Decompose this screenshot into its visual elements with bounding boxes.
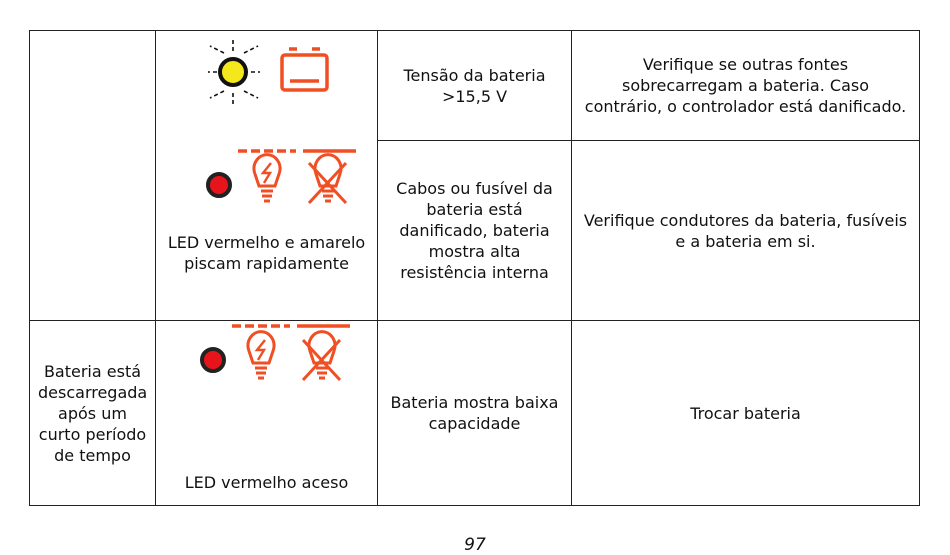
cause-text: Tensão da bateria >15,5 V	[403, 65, 546, 106]
led-description: LED vermelho e amarelo piscam rapidament…	[167, 233, 366, 273]
yellow-led-icon	[218, 57, 248, 87]
led-status-graphic	[200, 324, 350, 382]
cause-cell: Cabos ou fusível da bateria está danific…	[377, 140, 572, 321]
cause-cell: Tensão da bateria >15,5 V	[377, 30, 572, 141]
led-status-graphic	[206, 37, 356, 205]
crossed-bulb-icon	[307, 153, 348, 205]
problem-text: Bateria está descarregada após um curto …	[38, 361, 148, 465]
lightning-bulb-icon	[252, 153, 282, 203]
troubleshooting-table: LED vermelho e amarelo piscam rapidament…	[29, 30, 920, 506]
red-led-icon	[206, 172, 232, 198]
problem-cell: Bateria está descarregada após um curto …	[29, 320, 156, 506]
remedy-cell: Verifique condutores da bateria, fusívei…	[571, 140, 920, 321]
red-led-icon	[200, 347, 226, 373]
table-row: LED vermelho e amarelo piscam rapidament…	[29, 30, 920, 321]
led-description: LED vermelho aceso	[184, 473, 349, 492]
lightning-bulb-icon	[246, 330, 276, 380]
remedy-text: Trocar bateria	[690, 403, 801, 423]
battery-icon	[280, 47, 329, 92]
table-row: Bateria está descarregada após um curto …	[29, 320, 920, 506]
crossed-bulb-icon	[301, 330, 342, 382]
page-number: 97	[464, 535, 486, 555]
cause-text: Bateria mostra baixa capacidade	[390, 393, 559, 433]
led-indicator-cell: LED vermelho e amarelo piscam rapidament…	[155, 30, 378, 321]
remedy-cell: Verifique se outras fontes sobrecarregam…	[571, 30, 920, 141]
led-indicator-cell: LED vermelho aceso	[155, 320, 378, 506]
cause-cell: Bateria mostra baixa capacidade	[377, 320, 572, 506]
problem-cell	[29, 30, 156, 321]
cause-text: Cabos ou fusível da bateria está danific…	[396, 179, 553, 282]
remedy-cell: Trocar bateria	[571, 320, 920, 506]
table-row: Cabos ou fusível da bateria está danific…	[30, 140, 920, 321]
remedy-text: Verifique se outras fontes sobrecarregam…	[584, 55, 907, 116]
remedy-text: Verifique condutores da bateria, fusívei…	[583, 210, 908, 251]
